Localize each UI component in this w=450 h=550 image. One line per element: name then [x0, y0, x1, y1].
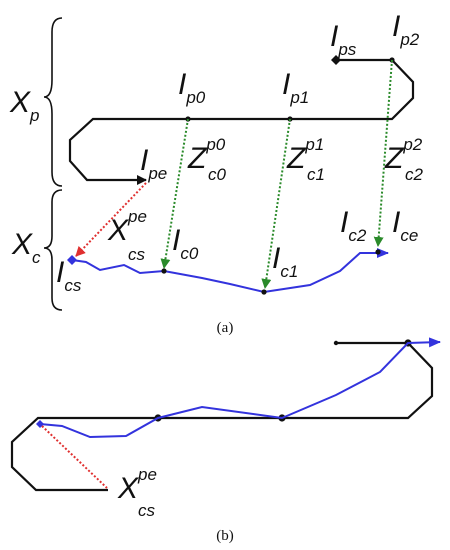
label-ip2: Ip2 [392, 10, 420, 49]
current-camera-path [71, 248, 389, 294]
caption-a: (a) [217, 320, 234, 336]
label-ip0: Ip0 [178, 68, 206, 107]
label-x-cs-pe: Xpe [107, 207, 147, 247]
label-ic0: Ic0 [172, 224, 199, 263]
prior-map-path [68, 58, 415, 185]
projection-arrow-p2-c2 [373, 59, 393, 247]
label-ic2: Ic2 [340, 206, 367, 245]
transform-arrow-pe-cs [75, 182, 147, 257]
caption-b: (b) [216, 528, 234, 544]
label-z-c1-sub: c1 [307, 165, 325, 184]
current-camera-path-b [39, 337, 441, 439]
keyframe-c0-dot [161, 268, 167, 274]
keyframe-c1-dot [261, 289, 267, 295]
label-xc: Xc [11, 228, 41, 267]
panel-b: Xpe cs (b) [10, 337, 441, 544]
label-z-c2-p2: Zp2 [384, 135, 423, 175]
label-z-c2-sub: c2 [405, 165, 424, 184]
prior-map-path-b [10, 341, 434, 492]
label-ip1: Ip1 [282, 68, 309, 107]
label-ips: Ips [330, 20, 357, 59]
projection-arrow-p1-c1 [261, 118, 291, 289]
label-xp: Xp [9, 86, 39, 125]
label-x-cs-sub-b: cs [138, 501, 156, 520]
transform-arrow-b [41, 425, 108, 489]
prior-start-marker [331, 55, 341, 65]
brace-xc [43, 189, 63, 311]
keyframe-c2-dot [375, 249, 381, 255]
brace-xp [43, 17, 63, 187]
label-z-c0-p0: Zp0 [187, 135, 226, 175]
label-x-cs-sub: cs [128, 245, 146, 264]
label-ics: Ics [56, 256, 82, 295]
label-z-c0-sub: c0 [208, 165, 227, 184]
prior-start-dot-b [333, 340, 339, 346]
label-x-cs-pe-b: Xpe [117, 465, 157, 505]
current-start-marker [67, 255, 77, 265]
label-ice: Ice [392, 206, 418, 245]
label-z-c1-p1: Zp1 [286, 135, 324, 175]
label-ipe: Ipe [140, 144, 167, 183]
projection-arrow-p0-c0 [160, 118, 189, 269]
panel-a: Xp Xc Ips Ip2 Ip0 Ip1 Ipe Zp0 c0 Zp1 c1 [9, 10, 424, 336]
label-ic1: Ic1 [272, 242, 298, 281]
